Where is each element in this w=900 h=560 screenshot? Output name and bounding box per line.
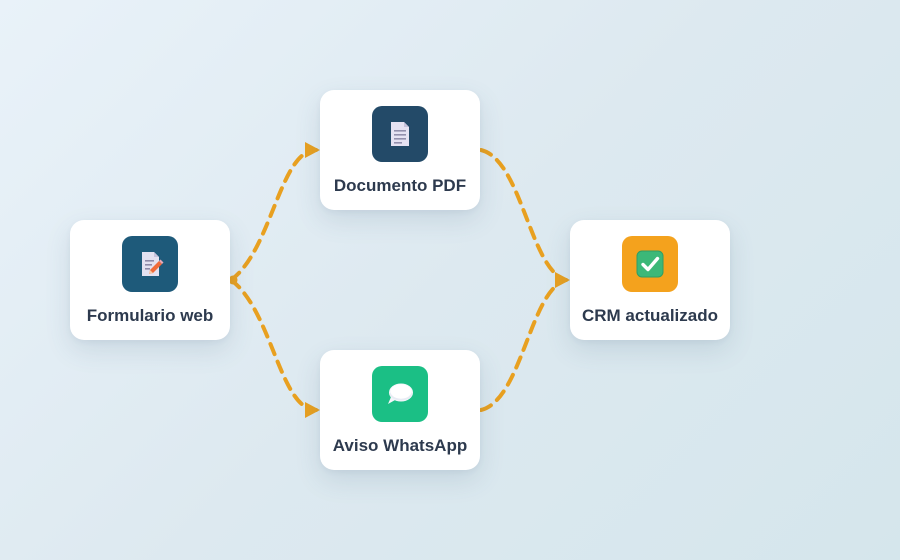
- edge-formulario-to-pdf: [229, 148, 318, 282]
- form-document-pencil-icon: [142, 252, 164, 276]
- node-label: Aviso WhatsApp: [332, 436, 468, 455]
- edge-origin-dot: [228, 275, 238, 285]
- node-label: CRM actualizado: [581, 306, 719, 325]
- node-crm-actualizado[interactable]: CRM actualizado: [570, 220, 730, 340]
- node-icon-tile: [372, 106, 428, 162]
- node-aviso-whatsapp[interactable]: Aviso WhatsApp: [320, 350, 480, 470]
- node-icon-tile: [122, 236, 178, 292]
- edge-formulario-to-whatsapp: [229, 278, 318, 412]
- edge-pdf-to-crm: [479, 148, 568, 282]
- speech-bubble-icon: [388, 383, 413, 404]
- arrowhead-whatsapp: [305, 402, 320, 418]
- arrowhead-pdf: [305, 142, 320, 158]
- node-documento-pdf[interactable]: Documento PDF: [320, 90, 480, 210]
- node-label: Formulario web: [86, 306, 214, 325]
- node-icon-tile: [622, 236, 678, 292]
- document-icon: [391, 122, 409, 146]
- node-icon-tile: [372, 366, 428, 422]
- node-label: Documento PDF: [333, 176, 467, 195]
- node-formulario-web[interactable]: Formulario web: [70, 220, 230, 340]
- check-box-icon: [636, 250, 664, 278]
- edge-whatsapp-to-crm: [479, 278, 568, 412]
